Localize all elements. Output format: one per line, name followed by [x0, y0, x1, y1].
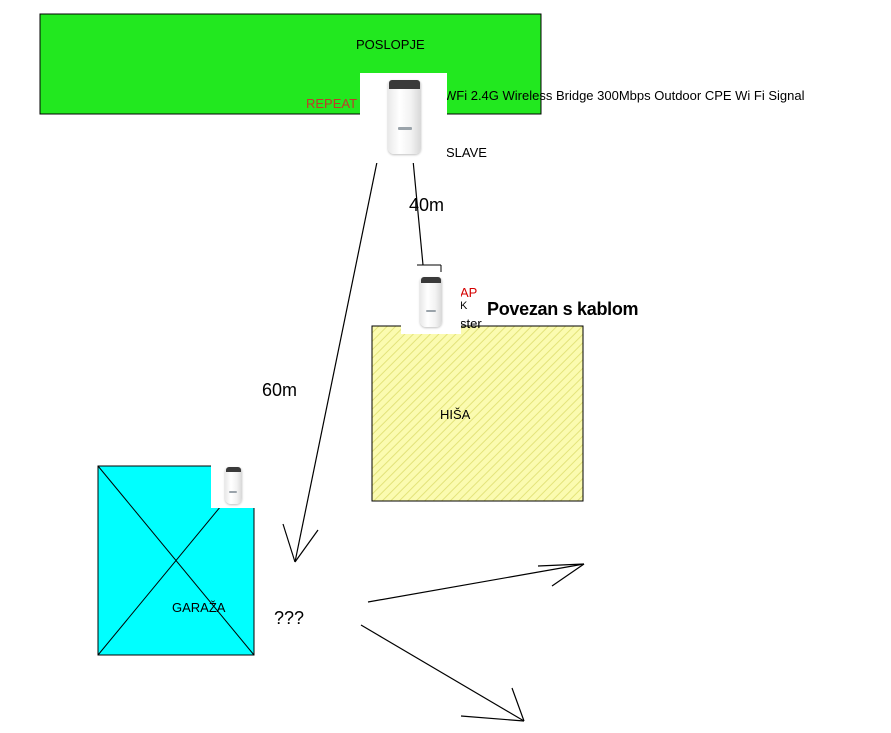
house-rect [371, 325, 584, 502]
mesh-router-icon [401, 272, 461, 334]
garage-label: GARAŽA [172, 600, 226, 615]
arrow-lower-head-top [511, 687, 525, 722]
arrow-60m-head-left [282, 523, 296, 563]
repeater-label: REPEAT [306, 96, 358, 111]
arrow-upper-head-top [537, 563, 585, 567]
arrow-lower-shaft [360, 624, 525, 722]
house-label: HIŠA [440, 407, 471, 422]
building-rect [39, 13, 542, 115]
link-line-40m [412, 159, 424, 266]
distance-40m-label: 40m [409, 195, 445, 215]
slave-label: SLAVE [446, 145, 487, 160]
ap-label: AP [460, 285, 478, 300]
cable-connected-label: Povezan s kablom [487, 299, 639, 319]
master-label: ster [460, 316, 482, 331]
arrow-60m-shaft [294, 161, 378, 563]
arrow-upper-shaft [367, 563, 585, 603]
distance-60m-label: 60m [262, 380, 298, 400]
mesh-router-icon [360, 73, 447, 163]
bridge-description: WFi 2.4G Wireless Bridge 300Mbps Outdoor… [444, 88, 805, 103]
mesh-router-icon [211, 463, 255, 508]
building-label: POSLOPJE [356, 37, 425, 52]
arrow-upper-head-bottom [551, 563, 585, 587]
arrow-60m-head-right [294, 529, 319, 563]
ap-label-line2: K [460, 300, 468, 312]
unknown-label: ??? [274, 608, 305, 628]
arrow-lower-head-bottom [460, 715, 525, 722]
